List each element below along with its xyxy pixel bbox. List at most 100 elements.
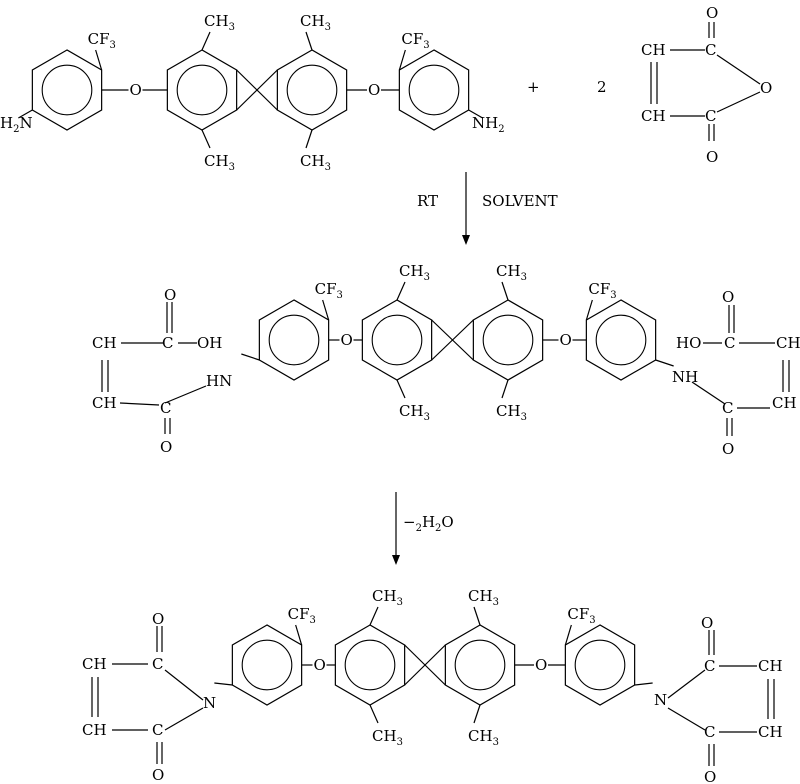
methyl-bond — [473, 606, 481, 626]
aryl-ring-inner-right — [472, 299, 544, 381]
carbonyl-carbon: C — [152, 721, 163, 739]
methyl-bond — [369, 704, 379, 724]
ether-oxygen-right: O — [368, 81, 380, 99]
hydroxyl-right: HO — [676, 334, 701, 352]
carbonyl-oxygen: O — [152, 766, 164, 784]
carbonyl-oxygen: O — [706, 148, 718, 166]
amine-bond — [468, 109, 483, 119]
bond — [716, 91, 761, 113]
carbonyl-oxygen: O — [722, 440, 734, 458]
ether-oxygen-left: O — [130, 81, 142, 99]
aryl-ring-inner-left — [166, 49, 238, 131]
methyl-label: CH3 — [372, 727, 403, 748]
condition-solvent: SOLVENT — [482, 192, 558, 210]
ch-label: CH — [641, 107, 666, 125]
methyl-bond — [473, 704, 481, 724]
ch-label: CH — [92, 394, 117, 412]
methyl-label: CH3 — [300, 152, 331, 173]
cf3-bond — [398, 49, 406, 71]
bond — [119, 402, 160, 406]
ch-label: CH — [758, 657, 783, 675]
imide-nitrogen-left: N — [203, 694, 216, 712]
amide-nh-left: HN — [206, 372, 232, 390]
carbonyl-oxygen: O — [152, 610, 164, 628]
cf3-bond — [585, 299, 593, 321]
cf3-label: CF3 — [88, 30, 116, 51]
amine-left: H2N — [0, 114, 33, 135]
carbonyl-oxygen: O — [722, 288, 734, 306]
carbonyl-carbon: C — [705, 107, 716, 125]
methyl-bond — [201, 31, 211, 51]
carbonyl-oxygen: O — [706, 4, 718, 22]
cf3-label: CF3 — [588, 280, 616, 301]
methyl-label: CH3 — [300, 12, 331, 33]
aryl-ring-outer-left — [258, 299, 330, 381]
methyl-label: CH3 — [496, 402, 527, 423]
ch-label: CH — [82, 655, 107, 673]
nh-bond — [241, 353, 260, 361]
cf3-label: CF3 — [567, 605, 595, 626]
carbonyl-carbon: C — [724, 334, 735, 352]
methyl-bond — [396, 281, 406, 301]
aryl-ring-outer-left — [231, 624, 303, 706]
carbonyl-oxygen: O — [704, 768, 716, 784]
methyl-bond — [305, 129, 313, 149]
plus-sign: + — [527, 78, 540, 96]
ether-oxygen-right: O — [560, 331, 572, 349]
ether-oxygen-right: O — [535, 656, 547, 674]
methyl-label: CH3 — [496, 262, 527, 283]
bond — [164, 385, 207, 404]
cf3-label: CF3 — [288, 605, 316, 626]
ch-label: CH — [82, 721, 107, 739]
condition-dehydration: −2H2O — [403, 513, 454, 534]
ring-oxygen: O — [760, 79, 772, 97]
cf3-bond — [295, 624, 303, 646]
methyl-label: CH3 — [468, 727, 499, 748]
aryl-ring-outer-right — [398, 49, 470, 131]
methyl-label: CH3 — [204, 12, 235, 33]
carbonyl-carbon: C — [704, 723, 715, 741]
ether-oxygen-left: O — [341, 331, 353, 349]
ch-label: CH — [92, 334, 117, 352]
carbonyl-oxygen: O — [164, 286, 176, 304]
carbonyl-carbon: C — [160, 399, 171, 417]
amide-nh-right: NH — [672, 368, 698, 386]
cf3-bond — [95, 49, 103, 71]
reaction-arrow-1 — [462, 172, 470, 245]
biphenyl-bond — [404, 644, 446, 686]
n-aryl-bond — [634, 682, 653, 686]
carbonyl-carbon: C — [152, 655, 163, 673]
amine-right: NH2 — [472, 114, 505, 135]
reaction-arrow-2 — [392, 492, 400, 565]
methyl-label: CH3 — [204, 152, 235, 173]
bond — [164, 669, 204, 701]
methyl-bond — [501, 281, 509, 301]
aryl-ring-outer-right — [585, 299, 657, 381]
ch-label: CH — [758, 723, 783, 741]
methyl-label: CH3 — [399, 402, 430, 423]
aryl-ring-outer-left — [31, 49, 103, 131]
methyl-bond — [396, 379, 406, 399]
imide-nitrogen-right: N — [654, 691, 667, 709]
methyl-bond — [305, 31, 313, 51]
carbonyl-carbon: C — [722, 399, 733, 417]
aryl-ring-outer-right — [564, 624, 636, 706]
amine-bond — [18, 109, 33, 119]
stoichiometric-coefficient: 2 — [597, 78, 607, 96]
bond — [691, 381, 726, 405]
cf3-label: CF3 — [315, 280, 343, 301]
carbonyl-carbon: C — [704, 657, 715, 675]
biphenyl-bond — [236, 69, 278, 111]
carbonyl-carbon: C — [705, 41, 716, 59]
bond — [667, 707, 706, 731]
cf3-bond — [564, 624, 572, 646]
carbonyl-oxygen: O — [160, 438, 172, 456]
bond — [716, 54, 761, 85]
cf3-label: CF3 — [401, 30, 429, 51]
carbonyl-carbon: C — [162, 334, 173, 352]
aryl-ring-inner-left — [334, 624, 406, 706]
aryl-ring-inner-right — [444, 624, 516, 706]
ch-label: CH — [772, 394, 797, 412]
ch-label: CH — [776, 334, 800, 352]
